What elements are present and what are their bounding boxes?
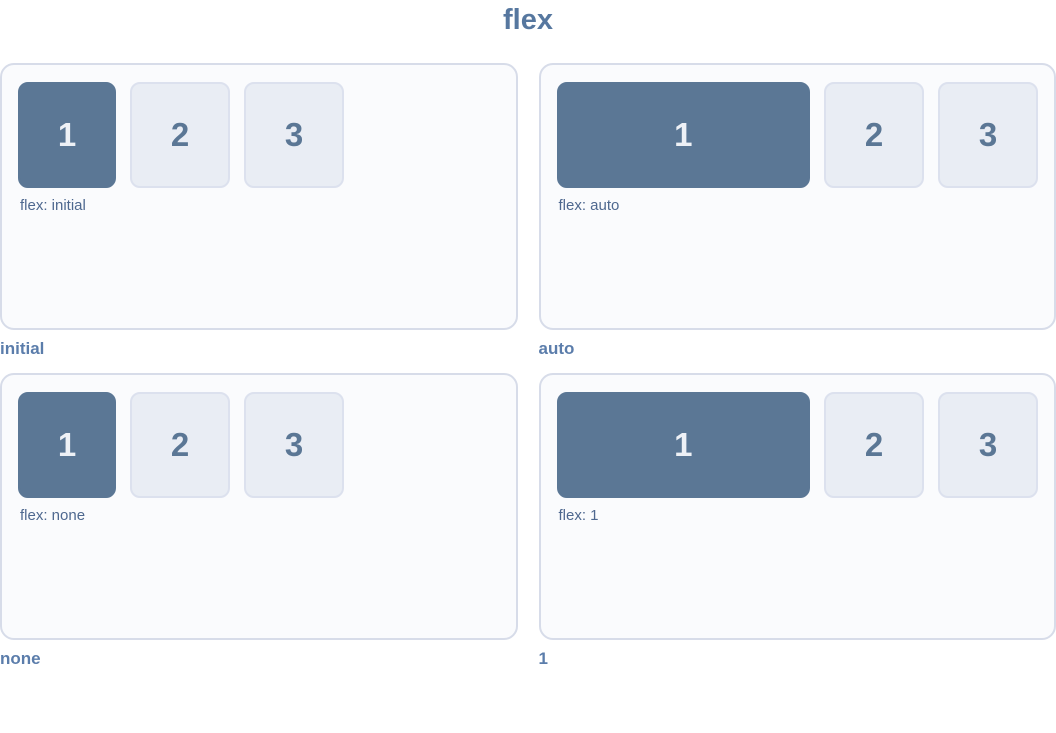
panel-caption-none: none	[0, 649, 41, 668]
flex-item-1: 1	[556, 82, 810, 188]
flex-item-3: 3	[938, 82, 1038, 188]
demo-grid: 1 2 3 flex: initial initial 1 2 3 flex: …	[0, 63, 1056, 668]
flex-value-label: flex: 1	[558, 507, 599, 524]
demo-cell-none: 1 2 3 flex: none none	[0, 373, 518, 668]
flex-container: 1 2 3	[556, 392, 1038, 498]
flex-container: 1 2 3	[556, 82, 1038, 188]
demo-cell-auto: 1 2 3 flex: auto auto	[538, 63, 1056, 358]
page-title: flex	[503, 4, 553, 36]
flex-item-2: 2	[824, 82, 924, 188]
flex-demo-panel-initial: 1 2 3 flex: initial	[0, 63, 518, 330]
flex-item-2: 2	[130, 82, 230, 188]
flex-value-label: flex: none	[20, 507, 86, 524]
flex-item-2: 2	[824, 392, 924, 498]
flex-item-2: 2	[130, 392, 230, 498]
flex-item-1: 1	[18, 392, 116, 498]
flex-item-1: 1	[556, 392, 810, 498]
flex-demo-panel-1: 1 2 3 flex: 1	[538, 373, 1056, 640]
flex-value-label: flex: auto	[558, 197, 620, 214]
flex-container: 1 2 3	[18, 392, 500, 498]
flex-container: 1 2 3	[18, 82, 500, 188]
flex-item-3: 3	[244, 82, 344, 188]
demo-cell-initial: 1 2 3 flex: initial initial	[0, 63, 518, 358]
panel-caption-initial: initial	[0, 339, 45, 358]
flex-demo-panel-none: 1 2 3 flex: none	[0, 373, 518, 640]
demo-cell-1: 1 2 3 flex: 1 1	[538, 373, 1056, 668]
flex-demo-panel-auto: 1 2 3 flex: auto	[538, 63, 1056, 330]
panel-caption-auto: auto	[538, 339, 575, 358]
flex-value-label: flex: initial	[20, 197, 86, 214]
flex-item-1: 1	[18, 82, 116, 188]
flex-item-3: 3	[938, 392, 1038, 498]
flex-item-3: 3	[244, 392, 344, 498]
panel-caption-1: 1	[538, 649, 548, 668]
